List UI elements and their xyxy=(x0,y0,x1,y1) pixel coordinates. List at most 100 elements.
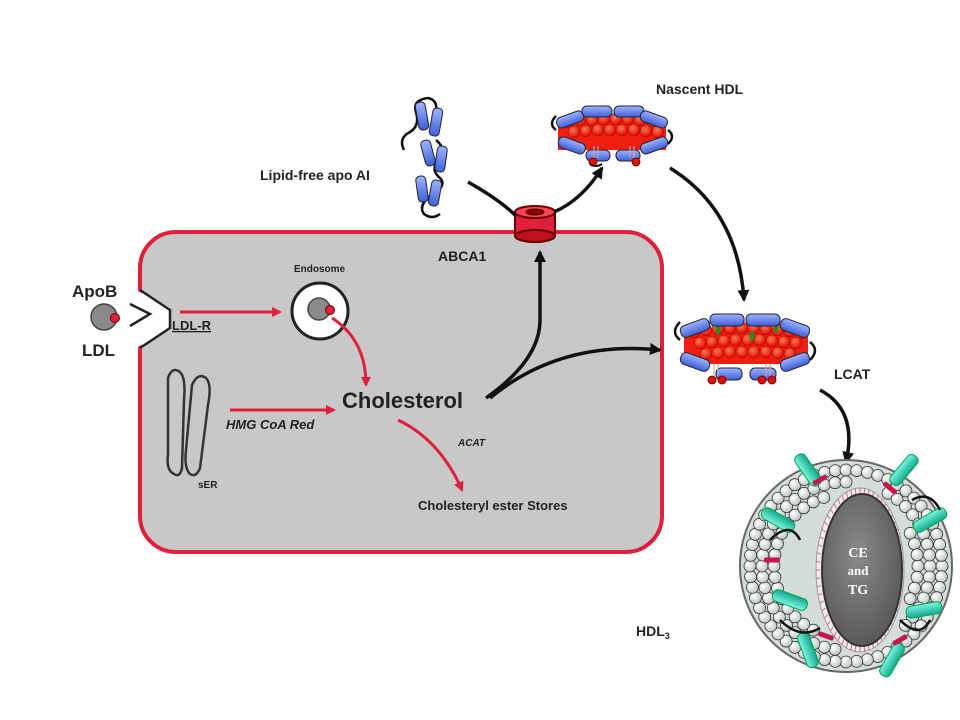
protein-linker xyxy=(769,495,942,634)
phospholipid-head xyxy=(773,610,786,624)
phospholipid-head xyxy=(817,491,831,504)
discoidal-hdl-particle xyxy=(673,313,817,385)
phospholipid-head xyxy=(911,559,925,573)
phospholipid-head xyxy=(903,592,917,606)
smooth-er xyxy=(166,368,211,477)
label-ser: sER xyxy=(198,480,218,491)
lipid-tail xyxy=(850,489,853,496)
phospholipid-head xyxy=(797,501,811,515)
phospholipid-head xyxy=(922,570,936,584)
lipid-tail xyxy=(816,552,822,555)
lipid-tail xyxy=(821,607,826,612)
apolipoprotein-helix xyxy=(794,453,822,487)
core-label-line1: CE xyxy=(848,546,867,561)
phospholipid-head xyxy=(744,570,757,584)
phospholipid-head xyxy=(839,475,853,489)
phospholipid-head xyxy=(890,492,904,506)
lipid-tail xyxy=(824,521,828,526)
lipid-tail xyxy=(816,577,821,580)
phospholipid-head xyxy=(935,548,948,562)
arrow-cholesterol-to-mature-hdl xyxy=(488,343,662,400)
phospholipid-head xyxy=(899,500,912,514)
cholesterol-mark xyxy=(812,474,828,486)
lipid-tail xyxy=(826,620,831,626)
phospholipid-head xyxy=(768,570,782,584)
label-abca1: ABCA1 xyxy=(438,248,486,264)
apolipoprotein-helix xyxy=(905,601,943,619)
phospholipid-head xyxy=(910,570,924,584)
lipid-tail xyxy=(819,600,824,604)
lipid-tail xyxy=(830,626,834,632)
lipid-tail xyxy=(821,528,826,533)
phospholipid-head xyxy=(828,655,842,668)
arrow-endosome-to-cholesterol xyxy=(331,316,371,387)
lipid-tail xyxy=(845,491,849,498)
lipid-tail xyxy=(837,635,841,642)
phospholipid-head xyxy=(771,491,785,505)
apolipoprotein-helix xyxy=(912,507,948,533)
phospholipid-head xyxy=(828,476,842,490)
lipid-tail xyxy=(845,642,849,649)
phospholipid-head xyxy=(850,464,864,478)
cholesterol-mark xyxy=(892,634,908,646)
phospholipid-head xyxy=(922,548,936,562)
arrow-nascent-to-mature-hdl xyxy=(669,166,750,302)
arrow-abca1-to-nascent-hdl xyxy=(553,166,604,214)
lipid-tail xyxy=(819,536,824,540)
cholesterol-mark xyxy=(764,557,780,563)
phospholipid-head xyxy=(764,619,778,633)
phospholipid-head xyxy=(779,634,793,648)
phospholipid-head xyxy=(797,617,811,631)
phospholipid-head xyxy=(839,463,853,477)
phospholipid-head xyxy=(746,581,759,594)
lipid-tail xyxy=(824,614,828,619)
lipid-tail xyxy=(817,544,823,547)
label-ldl-r: LDL-R xyxy=(172,318,212,333)
label-ldl: LDL xyxy=(82,341,115,360)
apolipoprotein-helix xyxy=(889,453,919,487)
label-nascent-hdl: Nascent HDL xyxy=(656,81,744,97)
nascent-hdl-particle xyxy=(550,105,674,167)
phospholipid-head xyxy=(861,653,874,666)
label-hmg-coa-red: HMG CoA Red xyxy=(226,417,315,432)
lipid-tail xyxy=(830,508,834,514)
label-apob: ApoB xyxy=(72,282,117,301)
apolipoprotein-helix xyxy=(760,507,796,533)
ldl-receptor xyxy=(129,288,172,350)
lipid-tail xyxy=(833,503,837,509)
phospholipid-head xyxy=(839,655,853,669)
phospholipid-head xyxy=(935,559,949,573)
phospholipid-head xyxy=(756,570,770,584)
phospholipid-head xyxy=(788,508,802,522)
phospholipid-head xyxy=(933,538,946,551)
arrow-cholesterol-to-ester-stores xyxy=(397,418,464,492)
phospholipid-head xyxy=(914,499,928,513)
phospholipid-head xyxy=(771,627,785,641)
lipid-tail xyxy=(837,498,841,505)
endosome xyxy=(290,281,350,341)
phospholipid-head xyxy=(744,548,757,562)
lipid-tail xyxy=(816,560,821,563)
phospholipid-head xyxy=(906,508,919,522)
phospholipid-head xyxy=(743,559,757,573)
arrow-cholesterol-to-abca1 xyxy=(484,250,546,400)
lipid-tail xyxy=(816,585,822,588)
arrow-lcat-to-hdl3 xyxy=(819,388,855,464)
phospholipid-head xyxy=(920,537,934,551)
hdl3-particle: CE and TG xyxy=(739,453,953,678)
lipid-tail xyxy=(833,631,837,637)
lipid-tail xyxy=(841,494,845,501)
core-label-line3: TG xyxy=(848,583,868,598)
lipid-tail xyxy=(841,639,845,646)
label-hdl3: HDL3 xyxy=(636,623,670,641)
label-acat: ACAT xyxy=(457,438,486,449)
apolipoprotein-helix xyxy=(771,589,809,611)
phospholipid-head xyxy=(923,559,937,573)
apolipoprotein-helix xyxy=(879,642,905,678)
label-lipid-free-apo-ai: Lipid-free apo AI xyxy=(260,167,370,183)
phospholipid-head xyxy=(850,655,864,668)
lipid-free-apo-ai xyxy=(400,96,448,219)
phospholipid-head xyxy=(935,570,948,584)
phospholipid-head xyxy=(910,548,924,562)
phospholipid-head xyxy=(828,642,842,656)
